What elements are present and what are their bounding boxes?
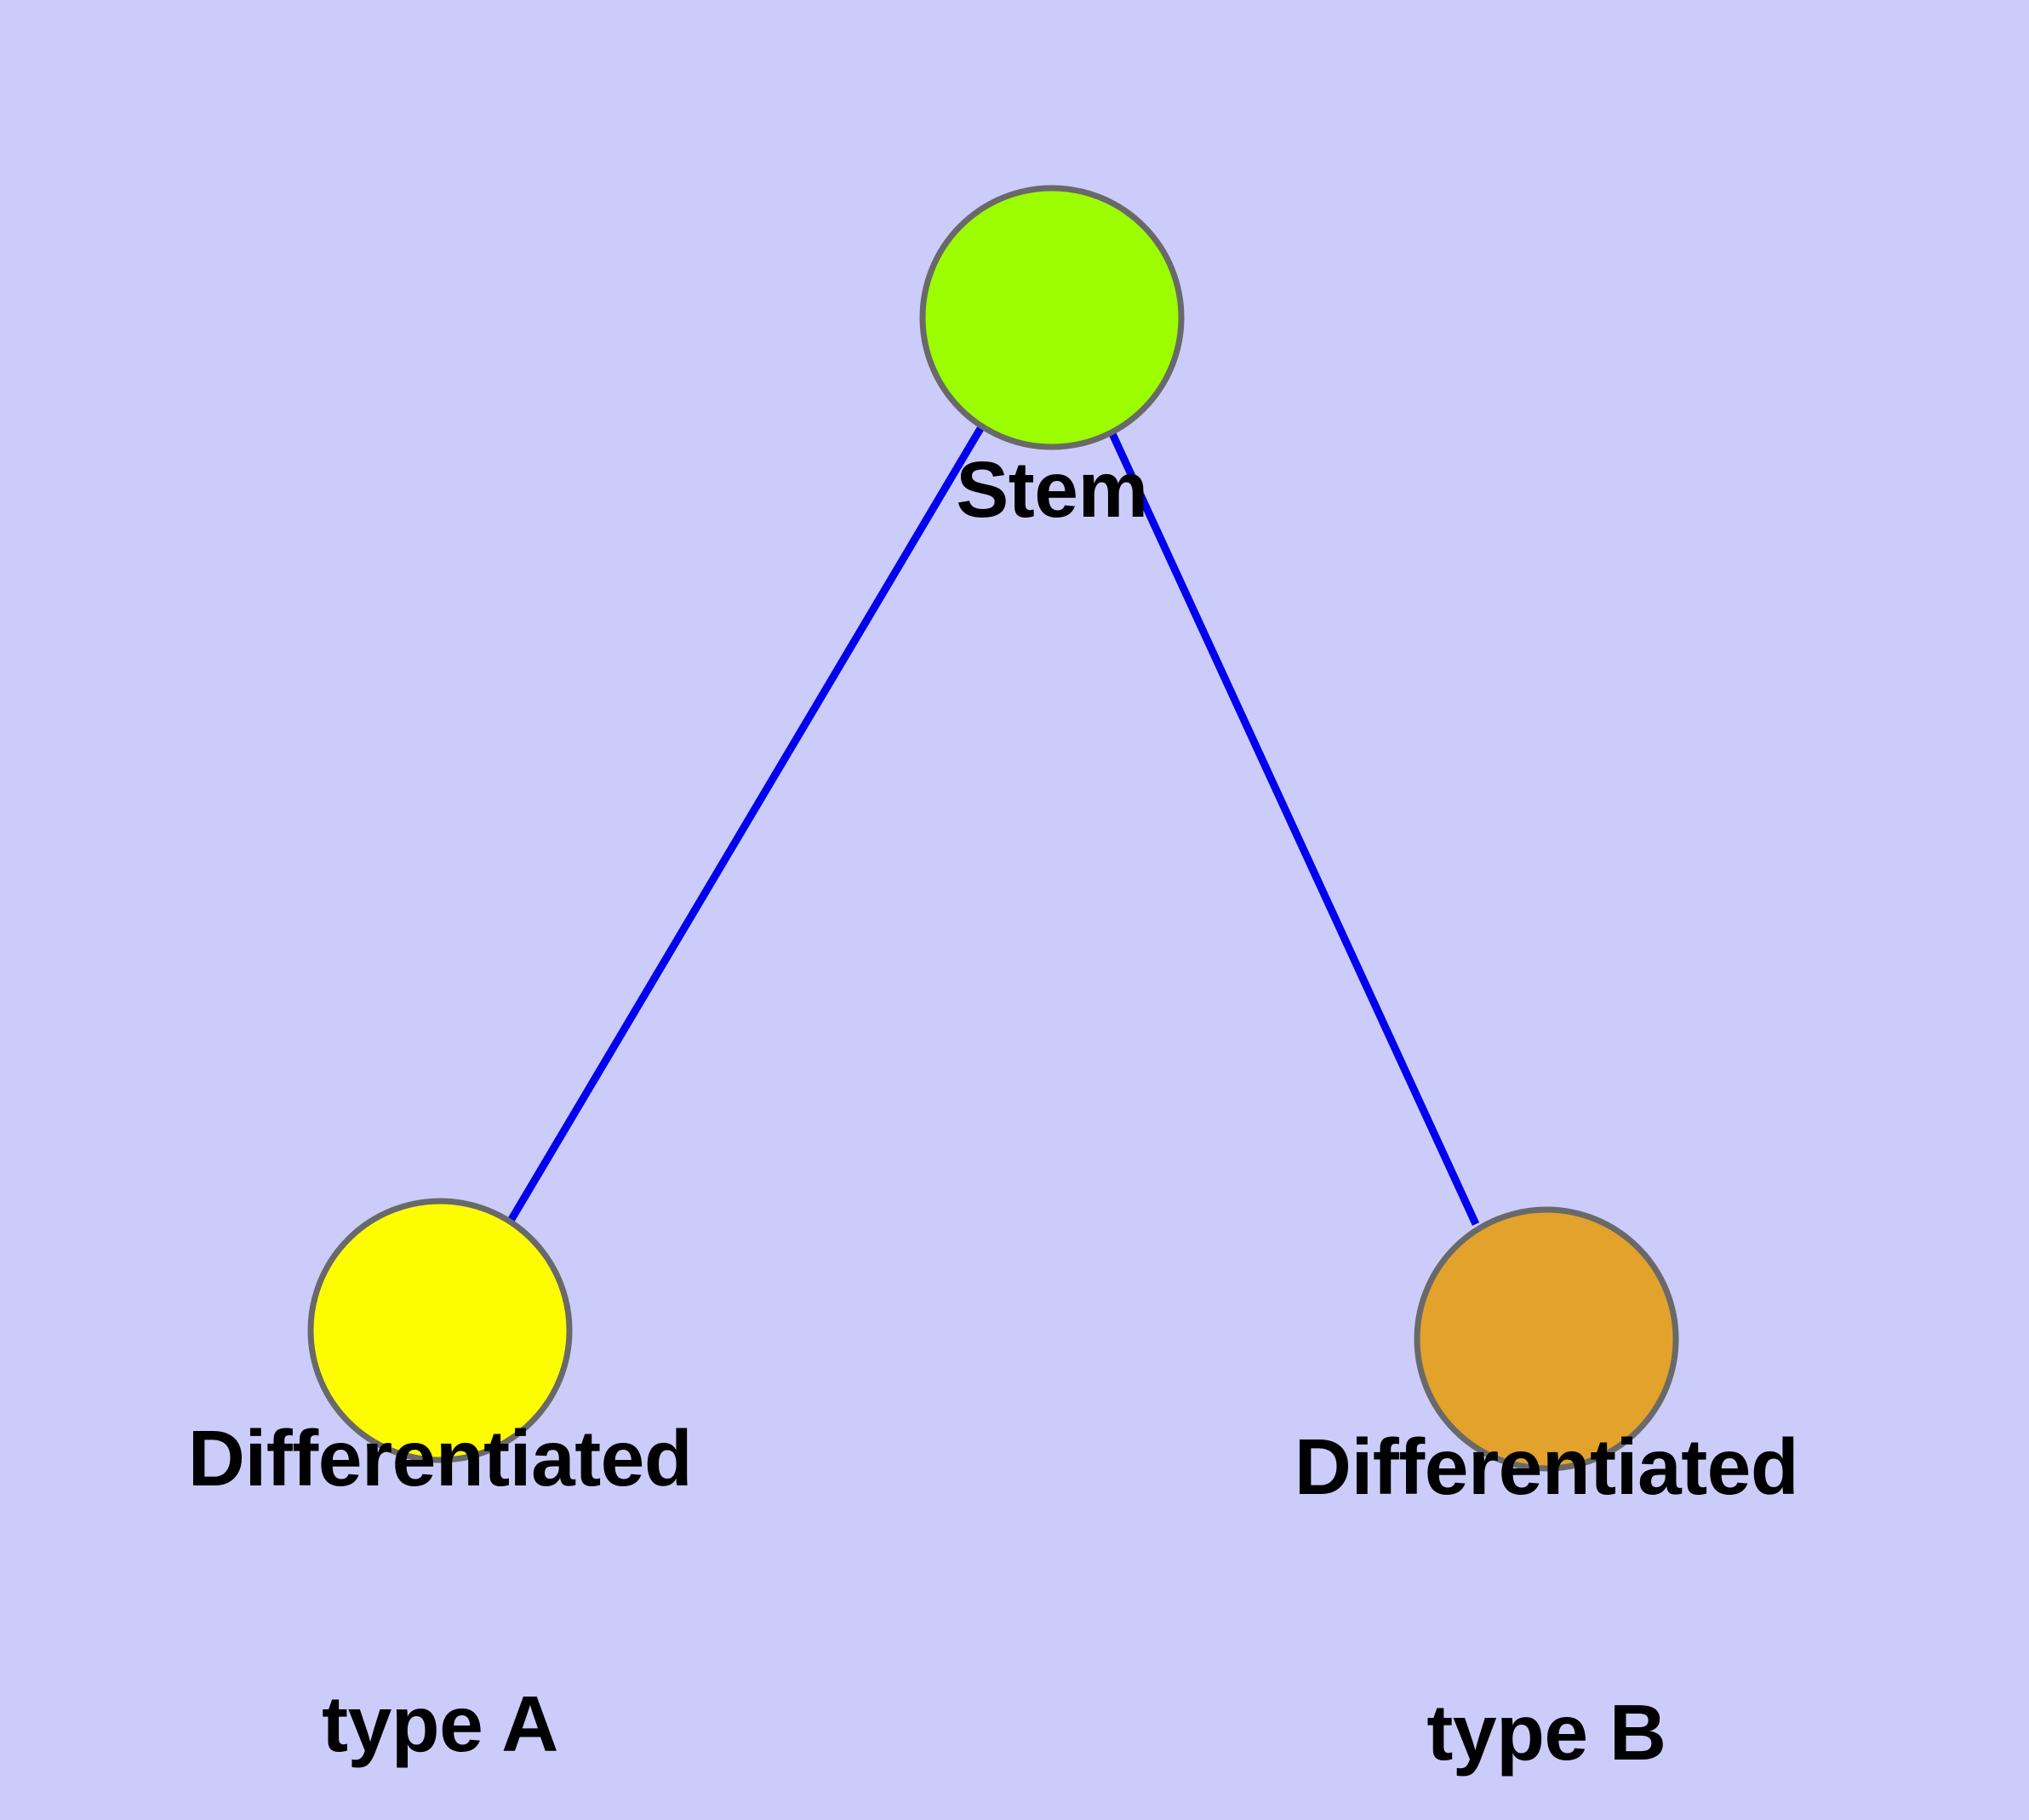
node-differentiated-type-b[interactable] — [1414, 1206, 1679, 1472]
edge-layer — [507, 423, 1480, 1226]
node-layer — [307, 185, 1679, 1472]
node-stem[interactable] — [919, 185, 1185, 450]
node-differentiated-type-a[interactable] — [307, 1198, 573, 1463]
edge-stem-to-differentiated-type-b — [1106, 426, 1480, 1226]
edge-stem-to-differentiated-type-a — [507, 423, 986, 1223]
